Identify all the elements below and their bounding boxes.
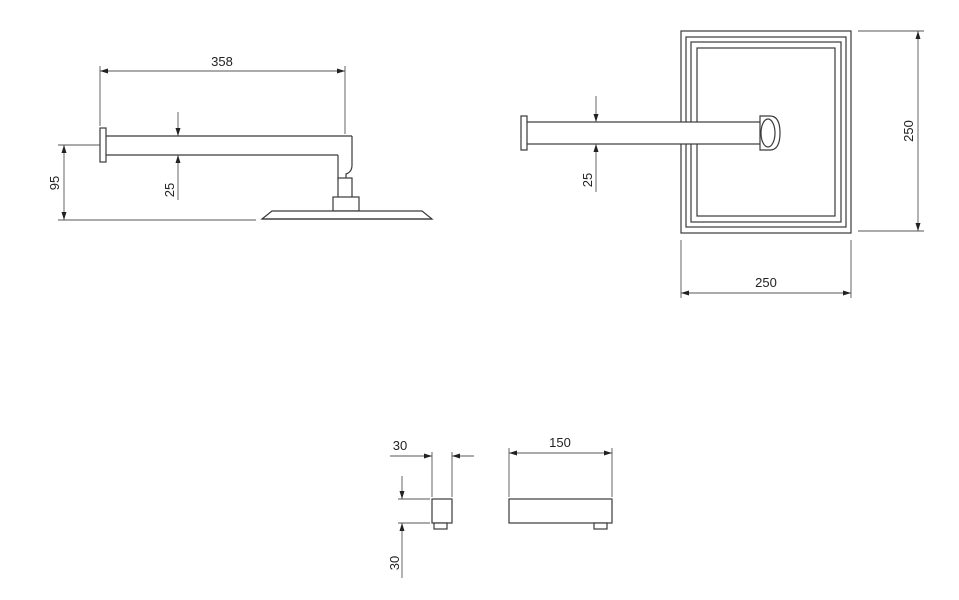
dim-358-arrow-left xyxy=(100,68,108,74)
dim-30v-label: 30 xyxy=(387,556,402,570)
swivel-joint xyxy=(337,177,353,199)
dim-358-arrow-right xyxy=(337,68,345,74)
dim-25-side-arrow-bottom xyxy=(175,155,181,163)
dim-150-label: 150 xyxy=(549,435,571,450)
dim-30h-label: 30 xyxy=(393,438,407,453)
dim-25-top-label: 25 xyxy=(580,173,595,187)
dim-30v-arrow-bottom xyxy=(399,523,405,531)
dim-95-arrow-bottom xyxy=(61,212,67,220)
top-swivel-end xyxy=(759,115,781,151)
dim-25-side-label: 25 xyxy=(162,183,177,197)
dim-25-top-arrow-top xyxy=(593,114,599,122)
wall-flange xyxy=(99,127,107,163)
shower-head-plate xyxy=(260,210,434,220)
dim-30v-arrow-top xyxy=(399,491,405,499)
dim-358-label: 358 xyxy=(211,54,233,69)
dim-30h-arrow-right xyxy=(452,453,460,459)
spout-front-body xyxy=(508,498,613,524)
spout-front-tip xyxy=(593,522,608,530)
dim-95-arrow-top xyxy=(61,145,67,153)
spout-side-tip xyxy=(433,522,448,530)
top-swivel-ring xyxy=(760,118,776,148)
top-arm-tube xyxy=(525,121,771,145)
dim-250h-label: 250 xyxy=(755,275,777,290)
dim-250v-arrow-top xyxy=(915,31,921,39)
spout-side-body xyxy=(431,498,453,524)
spout-views: 30 30 150 xyxy=(387,435,613,578)
dim-150-arrow-left xyxy=(509,450,517,456)
dim-250h-arrow-left xyxy=(681,290,689,296)
dim-95-label: 95 xyxy=(47,176,62,190)
dim-150-arrow-right xyxy=(604,450,612,456)
arm-elbow xyxy=(345,136,353,180)
top-view: 25 250 250 xyxy=(520,30,924,298)
dim-25-side-arrow-top xyxy=(175,128,181,136)
top-wall-flange xyxy=(520,115,528,151)
head-connector xyxy=(332,196,360,212)
dim-30h-arrow-left xyxy=(424,453,432,459)
dim-250h-arrow-right xyxy=(843,290,851,296)
dim-250v-arrow-bottom xyxy=(915,223,921,231)
dim-250v-label: 250 xyxy=(901,120,916,142)
side-view: 358 95 25 xyxy=(47,54,434,221)
dim-25-top-arrow-bottom xyxy=(593,144,599,152)
